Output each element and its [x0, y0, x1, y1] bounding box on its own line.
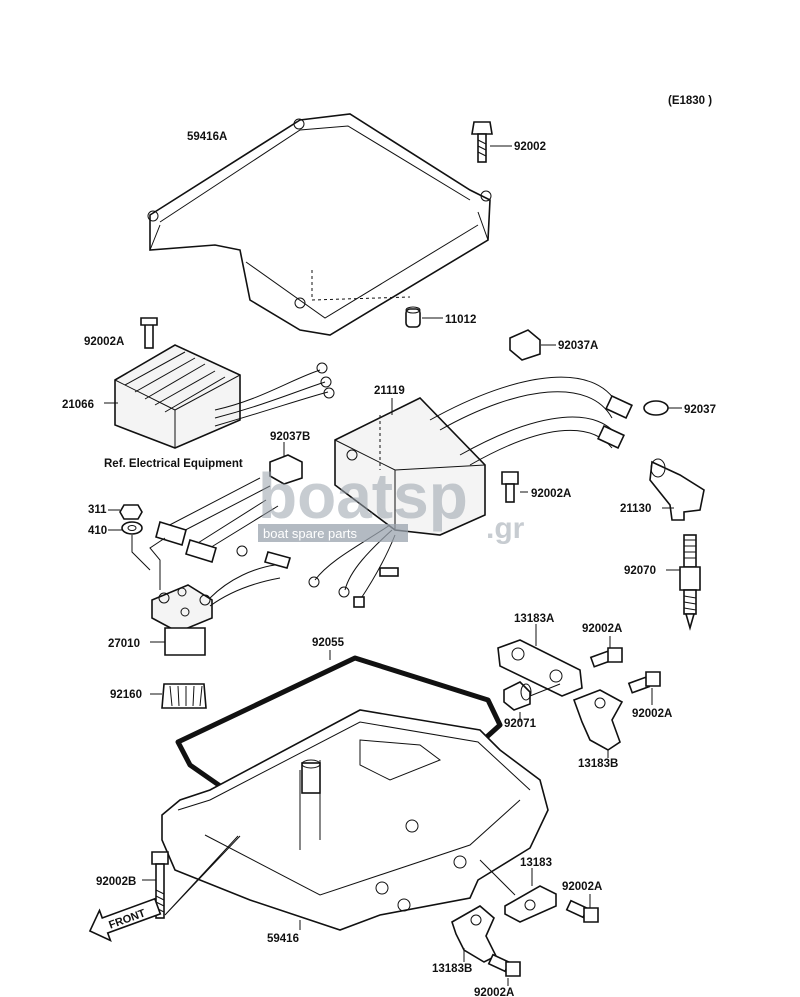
- bolt-92002A-r3: [565, 894, 599, 923]
- spark-plug-92070: [666, 534, 701, 631]
- part-label: 13183B: [578, 758, 618, 770]
- part-label: 21066: [62, 399, 94, 411]
- clamp-92037B: [155, 442, 303, 564]
- watermark-tagline: boat spare parts: [263, 526, 357, 541]
- plate-13183B-bottom: [451, 905, 498, 963]
- grommet-11012: [405, 306, 443, 328]
- plate-13183B-top: [572, 689, 624, 758]
- part-label: 311: [88, 504, 107, 516]
- washer-410: [108, 521, 151, 571]
- part-label: 92002B: [96, 876, 136, 888]
- part-label: 92037B: [270, 431, 310, 443]
- part-label: 92002A: [84, 336, 124, 348]
- watermark-brand: boatsp: [258, 460, 468, 532]
- bolt-92002A-r1: [589, 636, 623, 668]
- part-label: 92055: [312, 637, 345, 649]
- bolt-92002A-coil: [501, 471, 528, 503]
- part-label: 21119: [374, 385, 405, 397]
- plate-13183A: [497, 624, 583, 697]
- part-label: 59416A: [187, 131, 227, 143]
- part-label: 92002A: [582, 623, 622, 635]
- watermark: boatsp .gr boat spare parts: [258, 460, 525, 545]
- cap-92160: [150, 683, 207, 709]
- part-label: 92002A: [531, 488, 571, 500]
- front-arrow: FRONT: [88, 897, 162, 943]
- bolt-92002: [471, 121, 512, 163]
- part-label: 92002A: [474, 987, 514, 997]
- watermark-suffix: .gr: [486, 512, 525, 545]
- plate-13183: [479, 859, 557, 923]
- diagram-code: (E1830 ): [668, 95, 712, 107]
- bolt-92002A-bottom: [487, 953, 521, 986]
- part-label: 92002A: [562, 881, 602, 893]
- part-label: 92071: [504, 718, 537, 730]
- part-label: 92002A: [632, 708, 672, 720]
- plug-cap-21130: [649, 458, 705, 521]
- part-label: 92070: [624, 565, 656, 577]
- part-labels: 59416A 92002 11012 92002A 92037A 21066 2…: [62, 131, 716, 997]
- part-label: 92037A: [558, 340, 598, 352]
- ignition-coil-21119: [308, 376, 633, 608]
- top-cover-59416A: [147, 113, 492, 336]
- part-label: 13183A: [514, 613, 554, 625]
- part-label: 11012: [445, 314, 476, 326]
- reference-note: Ref. Electrical Equipment: [104, 458, 243, 470]
- nut-311: [108, 504, 143, 520]
- part-label: 13183B: [432, 963, 472, 975]
- part-label: 59416: [267, 933, 299, 945]
- grommet-92071: [503, 681, 561, 722]
- part-label: 21130: [620, 503, 651, 515]
- clamp-92037A: [509, 329, 556, 361]
- lower-case-59416: [161, 709, 549, 931]
- starter-relay-27010: [149, 537, 292, 656]
- part-label: 27010: [108, 638, 140, 650]
- part-label: 92002: [514, 141, 546, 153]
- watermark-band: [258, 524, 408, 542]
- bolt-92002B: [142, 851, 169, 919]
- part-label: 410: [88, 525, 107, 537]
- part-label: 92037: [684, 404, 716, 416]
- clamp-92037: [643, 400, 682, 416]
- bolt-92002A-r2: [627, 671, 661, 705]
- part-label: 92160: [110, 689, 142, 701]
- regulator-21066: [104, 317, 335, 449]
- part-label: 13183: [520, 857, 552, 869]
